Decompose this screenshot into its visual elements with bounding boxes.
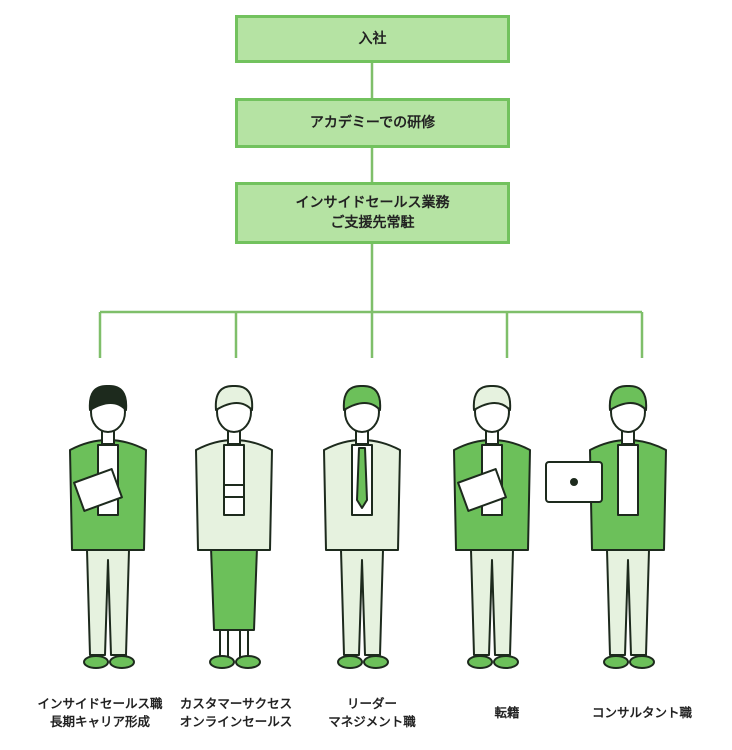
- career-label-line2: オンラインセールス: [179, 714, 293, 729]
- person-illustration: [69, 384, 147, 669]
- step-academy-training: アカデミーでの研修: [235, 98, 510, 148]
- career-consultant: コンサルタント職: [572, 704, 712, 722]
- person-illustration: [323, 384, 401, 669]
- career-label-line1: カスタマーサクセス: [179, 696, 293, 711]
- step-join: 入社: [235, 15, 510, 63]
- person-illustration: [195, 384, 273, 669]
- person-illustration: [545, 384, 667, 669]
- step-academy-label: アカデミーでの研修: [309, 115, 436, 131]
- career-customer-success: カスタマーサクセスオンラインセールス: [166, 695, 306, 731]
- career-label-line2: 長期キャリア形成: [49, 714, 150, 729]
- step-inside-sales: インサイドセールス業務ご支援先常駐: [235, 182, 510, 244]
- step-join-label: 入社: [358, 31, 387, 47]
- career-label-line1: 転籍: [494, 705, 520, 720]
- person-illustration: [453, 384, 531, 669]
- step-inside-sales-line1: インサイドセールス業務: [295, 195, 450, 211]
- career-label-line1: インサイドセールス職: [37, 696, 163, 711]
- career-leader: リーダーマネジメント職: [302, 695, 442, 731]
- career-label-line1: コンサルタント職: [591, 705, 692, 720]
- career-transfer: 転籍: [437, 704, 577, 722]
- step-inside-sales-line2: ご支援先常駐: [330, 215, 415, 231]
- career-inside-sales: インサイドセールス職長期キャリア形成: [30, 695, 170, 731]
- career-label-line1: リーダー: [346, 696, 397, 711]
- career-label-line2: マネジメント職: [328, 714, 416, 729]
